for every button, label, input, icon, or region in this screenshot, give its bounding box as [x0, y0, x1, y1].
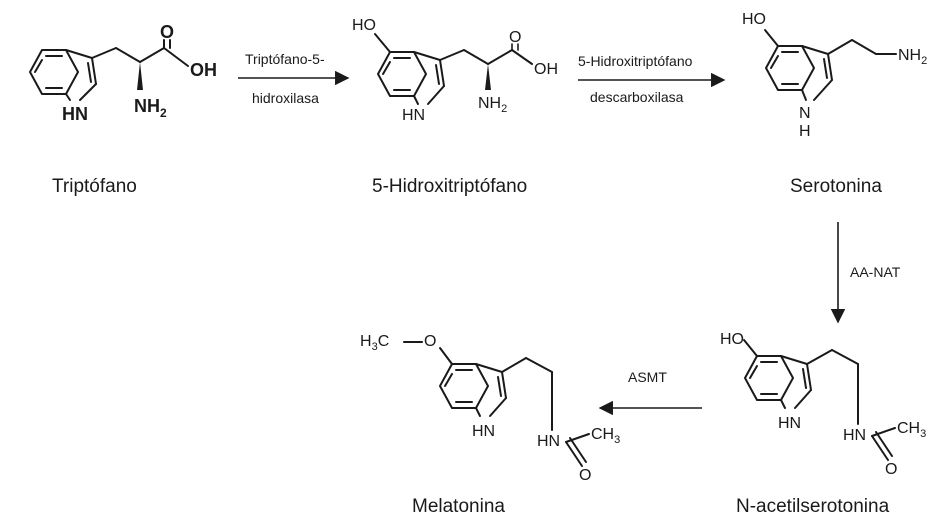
melatonin-structure [403, 341, 590, 467]
sero-ho-label: HO [742, 11, 766, 28]
mel-h3c-label: H3C [360, 333, 389, 353]
htp-o-label: O [509, 29, 521, 46]
serotonin-name: Serotonina [790, 176, 882, 197]
htp-oh-label: OH [534, 61, 558, 78]
trp-nh2-label: NH2 [134, 96, 167, 120]
nas-ch3-label: CH3 [897, 420, 926, 440]
mel-o-label: O [424, 333, 436, 350]
serotonin-structure [764, 29, 897, 101]
sero-n-label: N [799, 105, 811, 122]
nas-amide-hn-label: HN [843, 427, 866, 444]
trp-o-label: O [160, 22, 174, 42]
enzyme-asmt: ASMT [628, 369, 667, 385]
mel-hn-label: HN [472, 423, 495, 440]
enzyme-aadc-line1: 5-Hidroxitriptófano [578, 53, 693, 69]
nas-o-label: O [885, 461, 897, 478]
htp-ho-label: HO [352, 17, 376, 34]
tryptophan-name: Triptófano [52, 176, 137, 197]
htp-name: 5-Hidroxitriptófano [372, 176, 527, 197]
melatonin-name: Melatonina [412, 496, 505, 517]
mel-ch3-label: CH3 [591, 426, 620, 446]
nas-hn-label: HN [778, 415, 801, 432]
enzyme-aadc-line2: descarboxilasa [590, 89, 684, 105]
trp-wedge-bond [137, 62, 143, 90]
trp-oh-label: OH [190, 60, 217, 80]
tryptophan-structure [29, 39, 189, 101]
enzyme-aanat: AA-NAT [850, 264, 901, 280]
mel-o2-label: O [579, 467, 591, 484]
nas-structure [743, 339, 896, 461]
htp-nh2-label: NH2 [478, 95, 507, 115]
htp-hn-label: HN [402, 107, 425, 124]
htp-wedge-bond [485, 64, 491, 90]
htp-structure [374, 33, 533, 105]
enzyme-tph-line2: hidroxilasa [252, 90, 319, 106]
trp-hn-label: HN [62, 104, 88, 124]
nas-ho-label: HO [720, 331, 744, 348]
mel-amide-hn-label: HN [537, 433, 560, 450]
enzyme-tph-line1: Triptófano-5- [245, 51, 325, 67]
sero-nh2-label: NH2 [898, 47, 927, 67]
sero-h-label: H [799, 123, 811, 140]
nas-name: N-acetilserotonina [736, 496, 890, 517]
